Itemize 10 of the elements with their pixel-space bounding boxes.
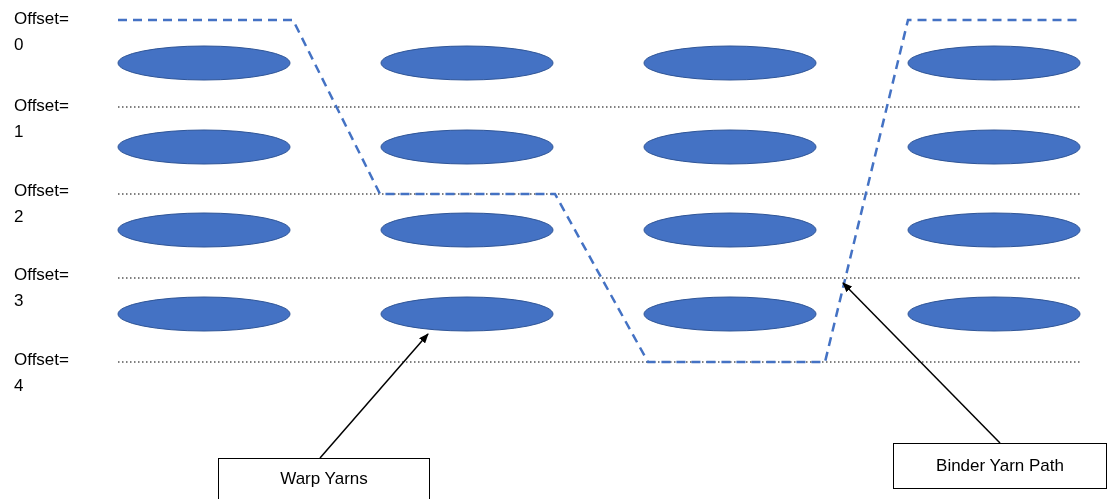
leader-line <box>319 333 429 459</box>
leader-line <box>842 282 1001 444</box>
offset-label: Offset= 3 <box>14 264 70 312</box>
label-box: Warp Yarns <box>218 458 430 499</box>
offset-label: Offset= 1 <box>14 95 70 143</box>
offset-label: Offset= 0 <box>14 8 70 56</box>
binder-yarn-path <box>118 18 1080 364</box>
label-box: Binder Yarn Path <box>893 443 1107 489</box>
offset-label: Offset= 2 <box>14 180 70 228</box>
offset-label: Offset= 4 <box>14 349 70 397</box>
